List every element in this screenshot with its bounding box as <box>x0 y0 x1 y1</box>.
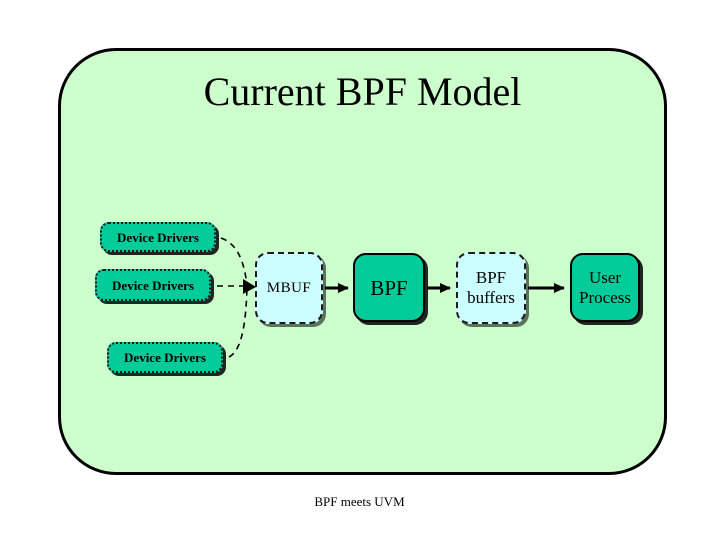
page-title: Current BPF Model <box>203 69 522 114</box>
node-bpf[interactable]: BPF <box>353 253 425 322</box>
node-user-process[interactable]: User Process <box>570 253 640 322</box>
node-label: MBUF <box>266 280 312 296</box>
node-device-drivers-1[interactable]: Device Drivers <box>100 222 216 252</box>
node-label: Device Drivers <box>124 350 206 365</box>
node-label-line2: Process <box>579 287 631 307</box>
node-label: Device Drivers <box>117 229 199 245</box>
node-device-drivers-2[interactable]: Device Drivers <box>95 269 211 301</box>
node-label-line1: User <box>588 267 622 287</box>
node-label-line1: BPF <box>475 268 507 287</box>
node-mbuf[interactable]: MBUF <box>255 252 323 324</box>
node-label: Device Drivers <box>112 277 194 293</box>
node-label-line2: buffers <box>467 288 515 307</box>
node-label: BPF <box>370 275 408 300</box>
slide-footer: BPF meets UVM <box>314 494 405 509</box>
node-device-drivers-3[interactable]: Device Drivers <box>107 342 223 373</box>
node-bpf-buffers[interactable]: BPF buffers <box>456 252 526 324</box>
